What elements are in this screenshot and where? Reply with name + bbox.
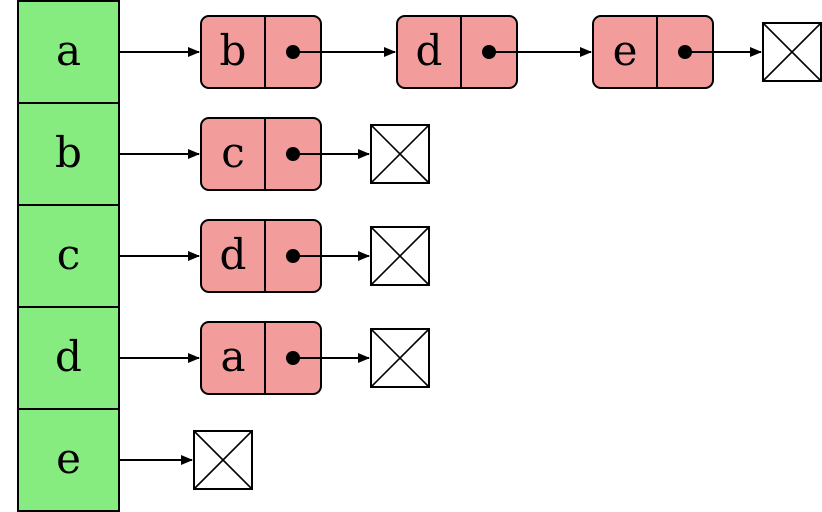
vertex-label: a	[56, 26, 81, 75]
vertex-cell	[17, 306, 120, 410]
vertex-row-e: e	[17, 408, 253, 512]
node-label: e	[613, 26, 638, 75]
vertex-label: c	[57, 230, 81, 279]
node-label: c	[221, 128, 245, 177]
null-cross-line	[193, 430, 253, 490]
null-cross-line	[370, 328, 430, 388]
vertex-label: b	[55, 128, 82, 177]
node-label: a	[220, 332, 245, 381]
null-terminator	[762, 22, 822, 82]
vertex-cell	[17, 0, 120, 104]
null-cross-line	[370, 124, 430, 184]
null-terminator	[370, 226, 430, 286]
null-cross-line	[370, 226, 430, 286]
node-label: d	[416, 26, 443, 75]
vertex-label: d	[55, 332, 82, 381]
list-node: a	[200, 321, 322, 395]
null-terminator	[370, 124, 430, 184]
null-cross-line	[762, 22, 822, 82]
vertex-cell	[17, 408, 120, 512]
node-label: d	[220, 230, 247, 279]
list-node: d	[396, 15, 518, 89]
node-label: b	[220, 26, 247, 75]
null-terminator	[193, 430, 253, 490]
vertex-label: e	[56, 434, 81, 483]
list-node: c	[200, 117, 322, 191]
list-node: e	[592, 15, 714, 89]
null-terminator	[370, 328, 430, 388]
